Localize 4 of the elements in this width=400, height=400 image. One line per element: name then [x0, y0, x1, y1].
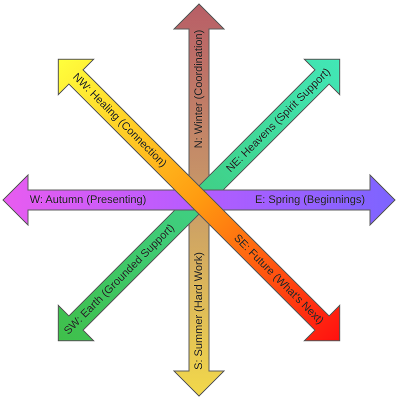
direction-label: S: Summer (Hard Work) — [193, 252, 205, 370]
direction-label: N: Winter (Coordination) — [193, 30, 205, 148]
direction-label: E: Spring (Beginnings) — [254, 194, 366, 206]
direction-label: W: Autumn (Presenting) — [30, 194, 146, 206]
